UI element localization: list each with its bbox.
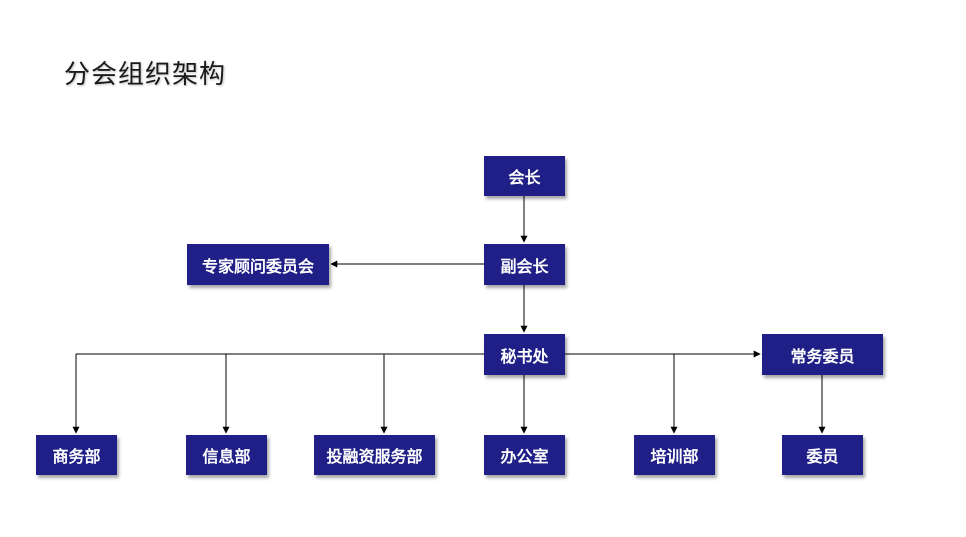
node-standing-committee: 常务委员 <box>762 334 883 375</box>
node-members-label: 委员 <box>806 447 839 466</box>
node-secretariat: 秘书处 <box>484 334 565 375</box>
node-vice-president-label: 副会长 <box>500 256 549 276</box>
node-secretariat-label: 秘书处 <box>500 346 549 366</box>
node-president-label: 会长 <box>508 168 541 187</box>
node-training-dept: 培训部 <box>634 435 715 475</box>
node-investment-dept: 投融资服务部 <box>314 435 435 475</box>
node-info-dept-label: 信息部 <box>202 447 251 466</box>
page-title: 分会组织架构 <box>64 60 227 90</box>
node-president: 会长 <box>484 156 565 196</box>
node-business-dept-label: 商务部 <box>52 447 101 466</box>
node-office: 办公室 <box>484 435 565 475</box>
node-office-label: 办公室 <box>500 447 549 466</box>
node-vice-president: 副会长 <box>484 244 565 285</box>
node-investment-dept-label: 投融资服务部 <box>326 447 423 466</box>
node-expert-committee-label: 专家顾问委员会 <box>201 256 314 276</box>
node-info-dept: 信息部 <box>186 435 267 475</box>
node-members: 委员 <box>782 435 863 475</box>
node-business-dept: 商务部 <box>36 435 117 475</box>
node-standing-committee-label: 常务委员 <box>790 346 855 366</box>
node-expert-committee: 专家顾问委员会 <box>187 244 329 285</box>
node-training-dept-label: 培训部 <box>650 447 699 466</box>
